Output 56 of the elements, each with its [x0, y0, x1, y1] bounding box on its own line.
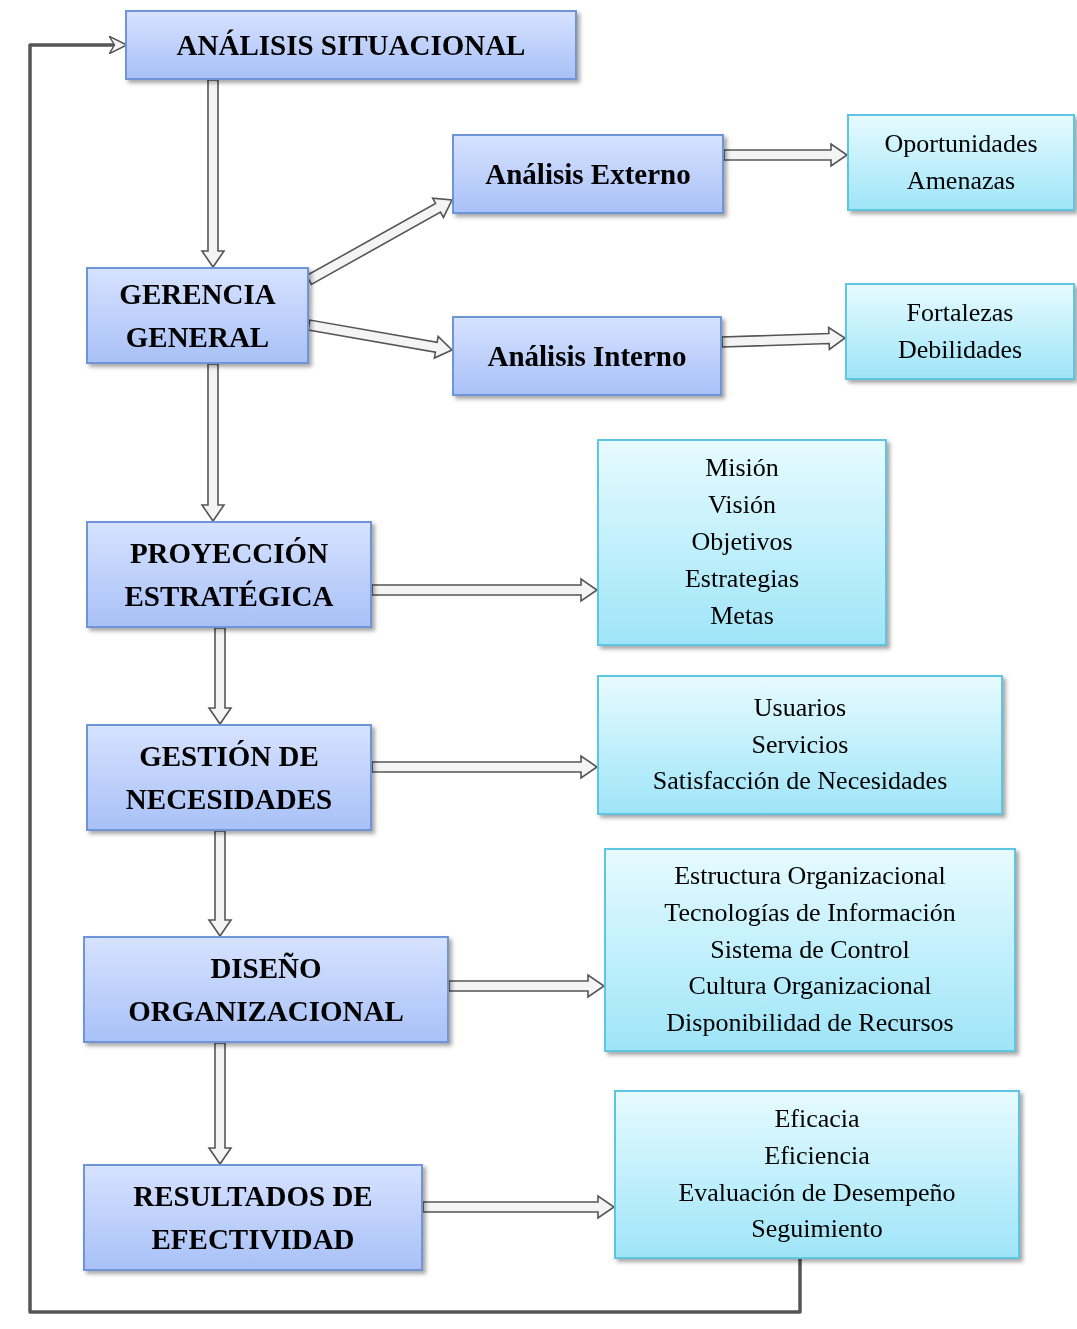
box-label: Amenazas	[905, 164, 1017, 197]
box-label: Debilidades	[896, 333, 1024, 366]
box-label: Fortalezas	[905, 296, 1015, 329]
block-arrow	[207, 1042, 233, 1166]
box-label: Cultura Organizacional	[687, 970, 933, 1003]
box-label: Objetivos	[690, 526, 794, 559]
box-label: Visión	[707, 489, 777, 522]
box-label: Sistema de Control	[709, 933, 911, 966]
block-arrow	[422, 1194, 616, 1220]
process-box	[86, 521, 372, 628]
box-label: Seguimiento	[750, 1213, 884, 1246]
process-box	[86, 724, 372, 831]
list-box	[597, 675, 1003, 815]
box-label: Disponibilidad de Recursos	[665, 1007, 955, 1040]
box-label: Análisis Interno	[486, 338, 688, 374]
box-label: GERENCIA GENERAL	[118, 277, 277, 355]
process-box	[83, 1164, 423, 1271]
box-label: Estrategias	[683, 562, 801, 595]
block-arrow	[723, 142, 849, 168]
box-label: Tecnologías de Información	[663, 896, 957, 929]
box-label: Evaluación de Desempeño	[677, 1176, 957, 1209]
block-arrow	[207, 830, 233, 938]
process-box	[86, 267, 309, 364]
box-label: ANÁLISIS SITUACIONAL	[175, 27, 527, 63]
box-label: Usuarios	[752, 691, 848, 724]
block-arrow	[371, 577, 599, 603]
box-label: Misión	[704, 452, 780, 485]
box-label: Eficiencia	[763, 1139, 871, 1172]
list-box	[604, 848, 1016, 1052]
box-label: Satisfacción de Necesidades	[651, 765, 949, 798]
box-label: PROYECCIÓN ESTRATÉGICA	[123, 536, 335, 614]
process-box	[125, 10, 577, 80]
box-label: Análisis Externo	[484, 156, 692, 192]
box-label: Eficacia	[773, 1102, 861, 1135]
box-label: Estructura Organizacional	[673, 859, 947, 892]
box-label: GESTIÓN DE NECESIDADES	[124, 739, 334, 817]
block-arrow	[200, 79, 226, 269]
block-arrow	[371, 754, 599, 780]
box-label: Metas	[709, 599, 775, 632]
box-label: DISEÑO ORGANIZACIONAL	[127, 951, 405, 1029]
list-box	[597, 439, 887, 646]
list-box	[845, 283, 1075, 380]
block-arrow	[207, 627, 233, 726]
process-box	[452, 316, 722, 396]
process-box	[452, 134, 724, 214]
list-box	[614, 1090, 1020, 1259]
block-arrow	[307, 319, 454, 360]
feedback-arrow	[28, 35, 802, 1314]
box-label: Oportunidades	[883, 127, 1039, 160]
box-label: RESULTADOS DE EFECTIVIDAD	[132, 1179, 374, 1257]
block-arrow	[448, 973, 606, 999]
process-box	[83, 936, 449, 1043]
block-arrow	[721, 326, 847, 352]
block-arrow	[200, 363, 226, 523]
box-label: Servicios	[750, 728, 850, 761]
list-box	[847, 114, 1075, 211]
